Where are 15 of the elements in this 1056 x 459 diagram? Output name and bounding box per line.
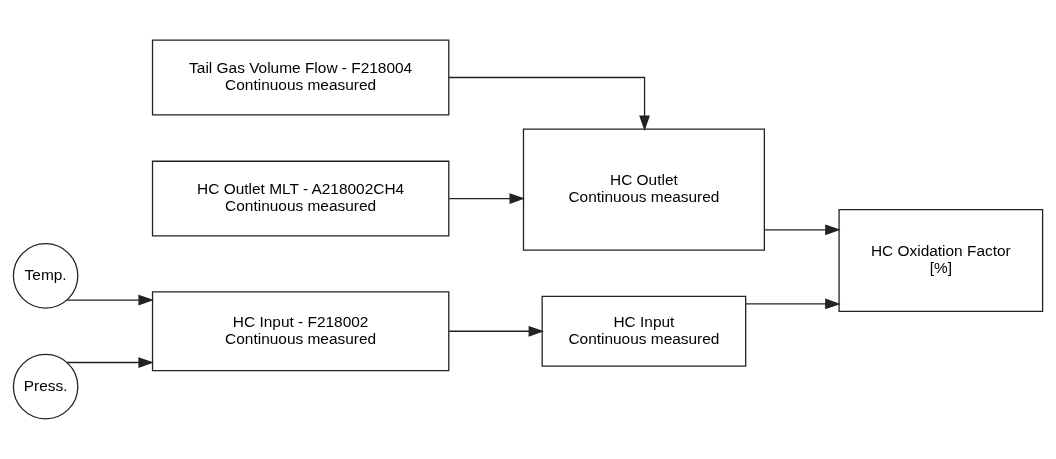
- node-circle: Temp.: [12, 243, 79, 309]
- node-box: HC Input - F218002 Continuous measured: [151, 291, 450, 372]
- arrow: [448, 325, 545, 337]
- arrow: [66, 294, 154, 306]
- node-box: HC Oxidation Factor [%]: [838, 208, 1044, 312]
- arrow: [448, 193, 525, 204]
- arrow: [745, 298, 841, 310]
- node-circle: Press.: [12, 353, 79, 420]
- node-box: HC Input Continuous measured: [541, 295, 747, 367]
- arrow: [66, 357, 154, 368]
- arrow: [448, 76, 650, 131]
- node-box: Tail Gas Volume Flow - F218004 Continuous measured: [151, 39, 450, 116]
- node-box: HC Outlet MLT - A218002CH4 Continuous measured: [151, 160, 450, 237]
- node-box: HC Outlet Continuous measured: [522, 128, 765, 251]
- arrow: [764, 224, 841, 236]
